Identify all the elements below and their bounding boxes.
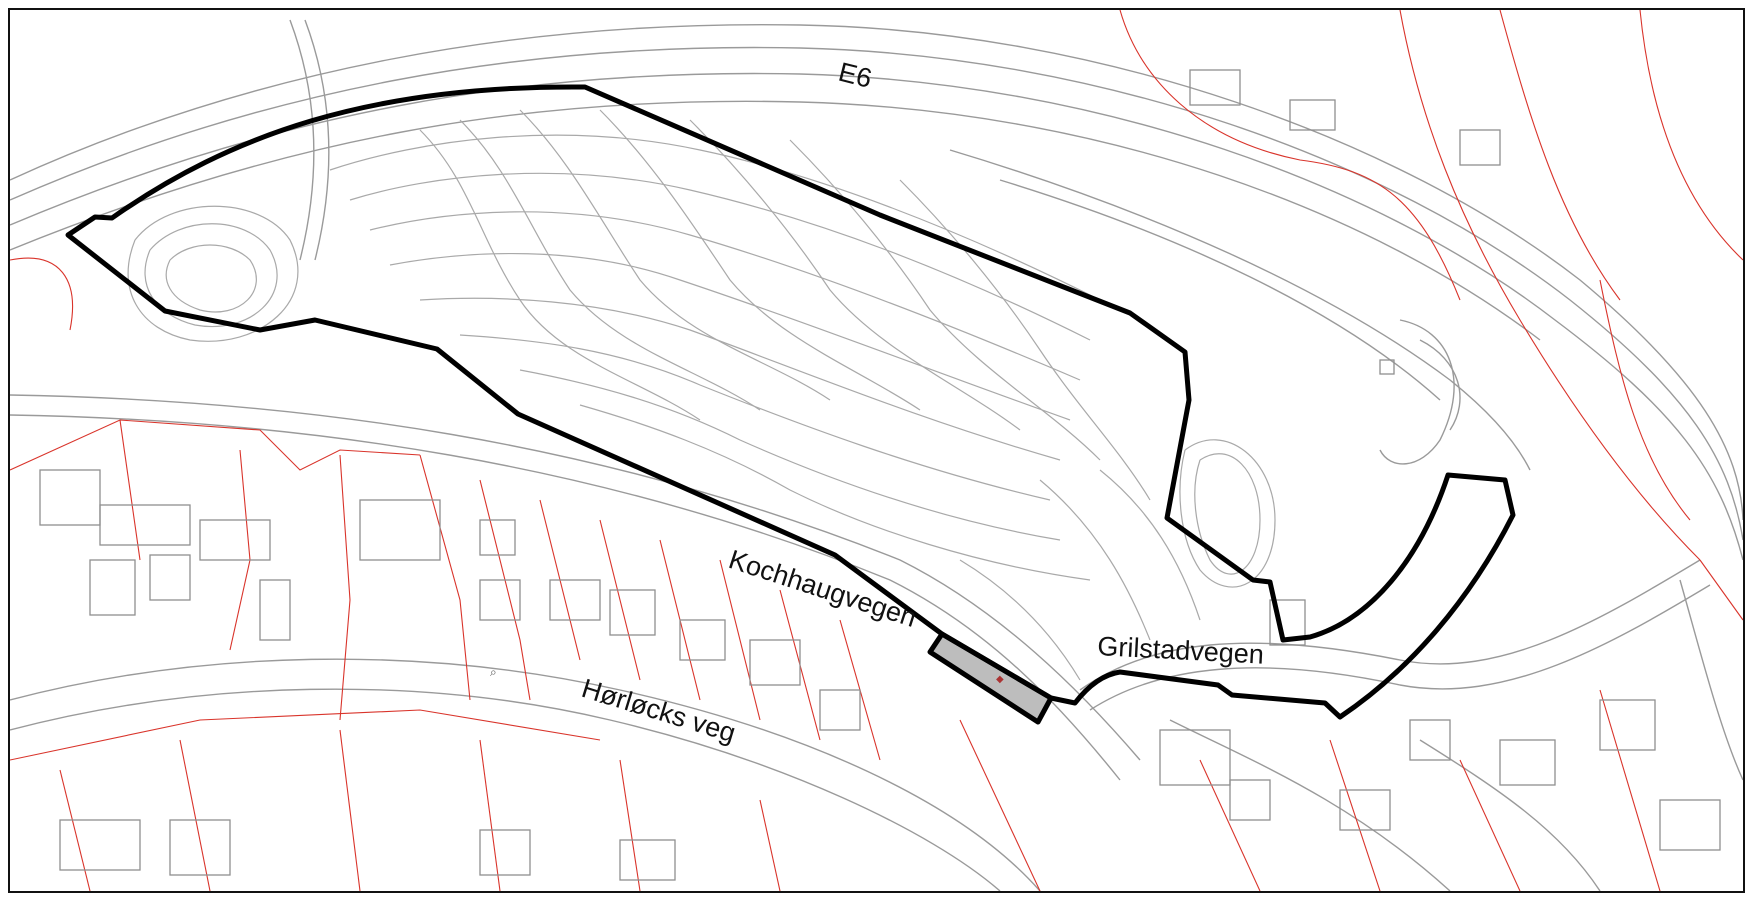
label-horlocks-veg: Hørløcks veg [578,673,739,748]
property-lines [10,10,1743,891]
label-grilstadvegen: Grilstadvegen [1097,631,1265,670]
plan-boundary-north[interactable] [65,84,1516,720]
shaded-parcel[interactable] [927,631,1054,725]
e6-highway-lines [10,19,1743,561]
map-frame: E6 Kochhaugvegen Grilstadvegen Hørløcks … [8,8,1745,893]
local-roads [10,394,1743,891]
map-canvas[interactable]: E6 Kochhaugvegen Grilstadvegen Hørløcks … [10,10,1743,891]
label-e6: E6 [836,57,875,94]
survey-marker-icon: ⌕ [490,665,497,679]
buildings [39,69,1721,881]
point-marker-icon: ◆ [996,674,1004,685]
label-kochhaugvegen: Kochhaugvegen [725,544,920,633]
contour-lines [127,109,1276,681]
